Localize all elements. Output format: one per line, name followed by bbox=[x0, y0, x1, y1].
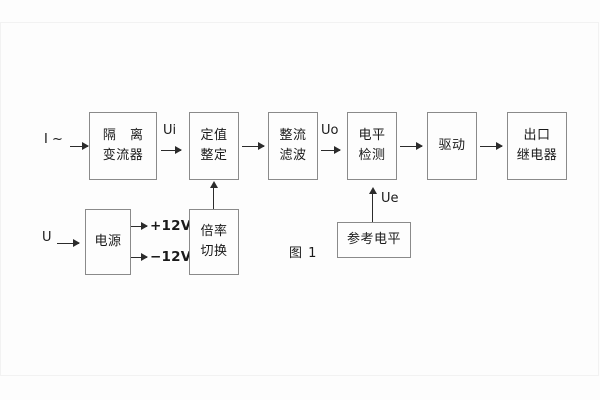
block-output-relay-line2: 继电器 bbox=[516, 148, 558, 163]
block-power-supply: 电源 bbox=[85, 209, 131, 275]
wire-multiplier-to-setting-arrowhead bbox=[210, 181, 218, 188]
signal-ue-label: Ue bbox=[381, 191, 399, 206]
current-input-wire bbox=[70, 146, 88, 147]
block-level-detection: 电平 检测 bbox=[347, 112, 397, 180]
rail-positive-arrowhead bbox=[141, 222, 148, 230]
wire-level-to-driver bbox=[400, 146, 422, 147]
rail-negative-wire bbox=[131, 257, 147, 258]
block-multiplier-switch-line1: 倍率 bbox=[200, 223, 228, 239]
signal-ui-arrowhead bbox=[175, 146, 182, 154]
signal-uo-label: Uo bbox=[321, 123, 339, 138]
wire-driver-to-relay bbox=[480, 146, 502, 147]
current-input-label: I ~ bbox=[44, 132, 63, 147]
signal-ue-arrowhead bbox=[369, 187, 377, 194]
wire-level-to-driver-arrowhead bbox=[416, 142, 423, 150]
block-level-detection-line1: 电平 bbox=[358, 127, 386, 143]
block-power-supply-line1: 电源 bbox=[94, 233, 122, 249]
rail-positive-wire bbox=[131, 226, 147, 227]
block-output-relay-line1: 出口 bbox=[523, 127, 551, 143]
rail-negative-arrowhead bbox=[141, 253, 148, 261]
rail-negative-label: −12V bbox=[150, 249, 192, 265]
current-input-arrowhead bbox=[82, 142, 89, 150]
block-rectifier-filter-line1: 整流 bbox=[279, 127, 307, 143]
wire-multiplier-to-setting bbox=[213, 187, 214, 209]
block-setting-adjustment: 定值 整定 bbox=[189, 112, 239, 180]
block-isolation-transformer-line2: 变流器 bbox=[102, 148, 144, 163]
block-reference-level: 参考电平 bbox=[337, 222, 411, 258]
block-reference-level-line1: 参考电平 bbox=[346, 231, 401, 247]
voltage-input-wire bbox=[57, 243, 79, 244]
block-driver: 驱动 bbox=[427, 112, 477, 180]
signal-uo-wire bbox=[321, 150, 340, 151]
block-setting-adjustment-line2: 整定 bbox=[200, 148, 228, 163]
figure-caption: 图 1 bbox=[289, 246, 318, 261]
diagram-frame bbox=[0, 22, 599, 376]
block-setting-adjustment-line1: 定值 bbox=[200, 127, 228, 143]
voltage-input-label: U bbox=[42, 230, 52, 245]
voltage-input-arrowhead bbox=[73, 239, 80, 247]
block-rectifier-filter: 整流 滤波 bbox=[268, 112, 318, 180]
block-isolation-transformer: 隔 离 变流器 bbox=[89, 112, 157, 180]
block-level-detection-line2: 检测 bbox=[358, 148, 386, 163]
signal-ue-wire bbox=[372, 193, 373, 222]
wire-setting-to-rectifier bbox=[242, 146, 264, 147]
block-rectifier-filter-line2: 滤波 bbox=[279, 148, 307, 163]
signal-uo-arrowhead bbox=[334, 146, 341, 154]
signal-ui-wire bbox=[161, 150, 181, 151]
signal-ui-label: Ui bbox=[163, 123, 177, 138]
rail-positive-label: +12V bbox=[150, 218, 192, 234]
block-multiplier-switch: 倍率 切换 bbox=[189, 209, 239, 275]
block-output-relay: 出口 继电器 bbox=[507, 112, 567, 180]
block-isolation-transformer-line1: 隔 离 bbox=[102, 127, 149, 143]
wire-driver-to-relay-arrowhead bbox=[496, 142, 503, 150]
block-driver-line1: 驱动 bbox=[438, 137, 466, 153]
wire-setting-to-rectifier-arrowhead bbox=[258, 142, 265, 150]
block-multiplier-switch-line2: 切换 bbox=[200, 244, 228, 259]
